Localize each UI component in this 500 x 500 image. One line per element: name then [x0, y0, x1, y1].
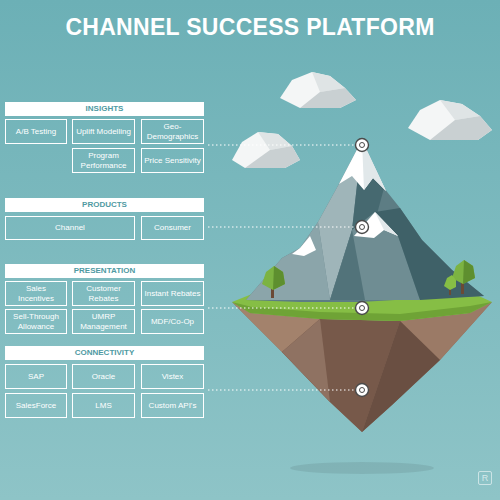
feature-label: Program Performance — [75, 151, 132, 169]
feature-box: Sales Incentives — [5, 281, 67, 306]
feature-label: Geo-Demographics — [144, 122, 201, 140]
feature-box: MDF/Co-Op — [141, 309, 204, 334]
feature-box: SalesForce — [5, 393, 67, 418]
feature-label: Consumer — [154, 223, 191, 232]
feature-label: SAP — [28, 372, 44, 381]
feature-label: Custom API's — [149, 401, 197, 410]
feature-box: Vistex — [141, 364, 204, 389]
feature-box: Geo-Demographics — [141, 119, 204, 144]
feature-label: Channel — [55, 223, 85, 232]
feature-box: SAP — [5, 364, 67, 389]
section-header: INSIGHTS — [5, 102, 204, 116]
island-rock — [232, 302, 492, 432]
feature-box: Uplift Modelling — [72, 119, 135, 144]
mountains — [246, 140, 484, 302]
section-header: CONNECTIVITY — [5, 346, 204, 360]
section-header: PRODUCTS — [5, 198, 204, 212]
feature-box: Consumer — [141, 216, 204, 240]
markers — [356, 139, 369, 397]
section-title: PRESENTATION — [74, 266, 135, 275]
trees — [262, 260, 475, 298]
section-title: PRODUCTS — [82, 200, 127, 209]
feature-box: Sell-Through Allowance — [5, 309, 67, 334]
diagram-title: CHANNEL SUCCESS PLATFORM — [0, 14, 500, 41]
feature-label: LMS — [95, 401, 111, 410]
feature-label: Sales Incentives — [8, 284, 64, 302]
feature-label: Sell-Through Allowance — [8, 312, 64, 330]
feature-box: Channel — [5, 216, 135, 240]
shadow — [290, 462, 434, 474]
feature-box: Oracle — [72, 364, 135, 389]
feature-label: Oracle — [92, 372, 116, 381]
feature-label: SalesForce — [16, 401, 56, 410]
section-title: INSIGHTS — [86, 104, 124, 113]
feature-box: LMS — [72, 393, 135, 418]
feature-box: A/B Testing — [5, 119, 67, 144]
feature-box: UMRP Management — [72, 309, 135, 334]
feature-label: A/B Testing — [16, 127, 56, 136]
feature-box: Custom API's — [141, 393, 204, 418]
feature-label: Vistex — [162, 372, 184, 381]
leader-lines — [208, 145, 354, 390]
section-header: PRESENTATION — [5, 264, 204, 278]
feature-label: Uplift Modelling — [76, 127, 131, 136]
feature-box: Customer Rebates — [72, 281, 135, 306]
corner-mark: R — [478, 471, 492, 485]
feature-label: Customer Rebates — [75, 284, 132, 302]
feature-label: Price Sensitivity — [144, 156, 200, 165]
feature-label: MDF/Co-Op — [151, 317, 194, 326]
feature-label: Instant Rebates — [144, 289, 200, 298]
feature-box: Price Sensitivity — [141, 148, 204, 173]
section-title: CONNECTIVITY — [75, 348, 135, 357]
feature-box: Program Performance — [72, 148, 135, 173]
feature-label: UMRP Management — [75, 312, 132, 330]
feature-box: Instant Rebates — [141, 281, 204, 306]
